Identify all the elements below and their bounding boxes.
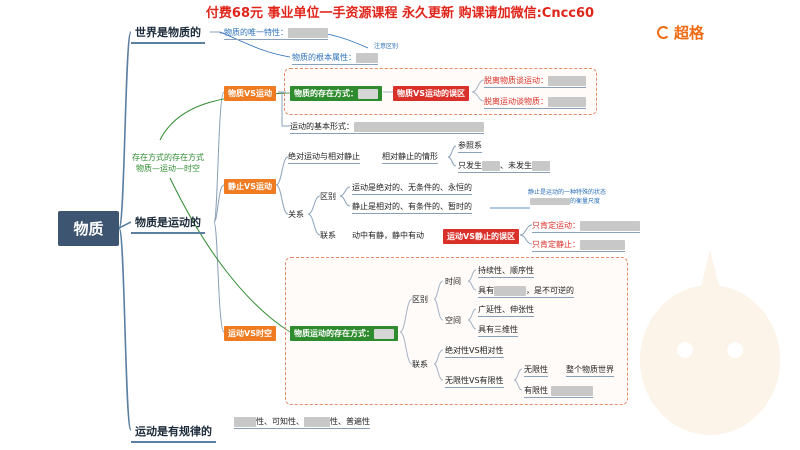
blank-fundamental-attribute [356,52,378,63]
time-irreversible-label: ，是不可逆的 [526,286,574,295]
blank-mistake2 [548,96,586,107]
space-three-dimensional: 具有三维性 [478,324,518,337]
not-occur-label: 、未发生 [500,161,532,170]
blank-static-note [530,198,570,205]
blank-time-property [494,285,526,296]
finite-text: 有限性 [524,386,548,395]
time-continuity-order: 持续性、顺序性 [478,265,534,278]
blank-unique-property [288,27,328,38]
infinite-vs-finite: 无限性VS有限性 [445,375,504,388]
blank-finite [550,385,593,396]
tag-matter-vs-motion: 物质VS运动 [224,86,276,101]
only-affirm-static: 只肯定静止： [532,239,625,252]
blank-mistake1 [548,75,586,86]
tag-static-vs-motion: 静止VS运动 [224,179,276,194]
note-distinguish: 注意区别 [374,43,399,50]
difference-label: 区别 [320,192,336,201]
matter-existence-mode: 物质的存在方式： [290,86,382,101]
absolute-motion-relative-static: 绝对运动与相对静止 [288,151,360,164]
branch-motion-lawful: 运动是有规律的 [131,421,216,443]
law-properties: 性、可知性、 性、普遍性 [234,416,370,429]
logo-icon [657,26,670,39]
blank-law-2 [304,416,330,427]
only-static-label: 只肯定静止： [532,240,580,249]
side-note-line-1: 存在方式的存在方式 [132,153,204,162]
existence-mode-label: 物质的存在方式： [294,89,358,98]
tag-matter-motion-mistake: 物质VS运动的误区 [393,86,469,101]
space-extension: 广延性、伸张性 [478,304,534,317]
relation-label: 关系 [288,210,304,219]
motion-is-absolute: 运动是绝对的、无条件的、永恒的 [352,182,472,195]
blank-only-occur [482,160,500,171]
static-in-motion: 动中有静，静中有动 [352,231,424,240]
time-irreversible: 具有 ，是不可逆的 [478,285,574,298]
motion-existence-label: 物质运动的存在方式： [294,329,374,338]
static-note-2: 的衡量尺度 [530,196,600,205]
static-note-1: 静止是运动的一种特殊的状态 [528,189,607,196]
finite-label: 有限性 [524,385,593,398]
relative-static-situation: 相对静止的情形 [382,151,438,164]
brand-logo: 超格 [657,22,704,43]
mistake-motion-without-matter: 脱离物质谈运动： [484,75,586,88]
time-has-label: 具有 [478,286,494,295]
motion-basic-form: 运动的基本形式： [290,121,484,134]
reference-frame: 参照系 [458,140,482,153]
whole-material-world: 整个物质世界 [566,364,614,377]
only-affirm-motion: 只肯定运动： [532,220,640,233]
promo-banner: 付费68元 事业单位一手资源课程 永久更新 购课请加微信:Cncc60 [205,6,595,21]
matter-motion-existence-mode: 物质运动的存在方式： [290,326,398,341]
fundamental-attribute-label: 物质的根本属性： [292,53,356,62]
tag-motion-vs-spacetime: 运动VS时空 [224,326,276,341]
spacetime-link: 联系 [412,360,428,369]
space-label: 空间 [445,316,461,325]
blank-existence-mode [358,88,378,99]
only-motion-label: 只肯定运动： [532,221,580,230]
mascot-watermark-icon [640,250,780,435]
blank-only-static [580,239,625,250]
static-is-relative: 静止是相对的、有条件的、暂时的 [352,201,472,214]
mistake1-label: 脱离物质谈运动： [484,76,548,85]
unique-property-label: 物质的唯一特性： [224,28,288,37]
branch-material-motion: 物质是运动的 [131,212,205,234]
basic-form-label: 运动的基本形式： [290,122,354,131]
only-occur-label: 只发生 [458,161,482,170]
spacetime-difference: 区别 [412,295,428,304]
law-properties-text-1: 性、可知性、 [256,417,304,426]
blank-law-1 [234,416,256,427]
material-fundamental-attribute: 物质的根本属性： [292,52,378,65]
mistake-matter-without-motion: 脱离运动谈物质： [484,96,586,109]
branch-world-material: 世界是物质的 [131,22,205,44]
material-unique-property: 物质的唯一特性： [224,27,328,40]
tag-motion-static-mistake: 运动VS静止的误区 [443,229,519,244]
side-note-existence: 存在方式的存在方式 物质—运动—时空 [132,152,204,174]
blank-only-motion [580,220,640,231]
static-note-2-label: 的衡量尺度 [570,198,601,205]
absolute-vs-relative: 绝对性VS相对性 [445,345,504,358]
only-occur-not-occur: 只发生 、未发生 [458,160,550,173]
time-label: 时间 [445,277,461,286]
root-node: 物质 [58,211,119,246]
side-note-line-2: 物质—运动—时空 [136,164,200,173]
blank-not-occur [532,160,550,171]
link-label: 联系 [320,231,336,240]
law-properties-text-2: 性、普遍性 [330,417,370,426]
blank-basic-form [354,121,484,132]
mistake2-label: 脱离运动谈物质： [484,97,548,106]
logo-text: 超格 [674,24,705,42]
infinite-label: 无限性 [524,364,548,377]
blank-motion-existence [374,328,394,339]
